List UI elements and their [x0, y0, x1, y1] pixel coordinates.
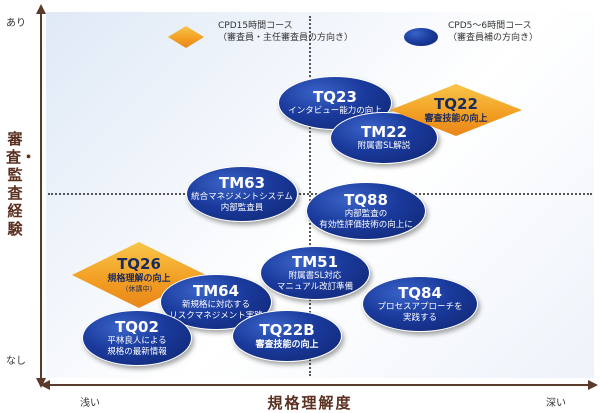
- course-tm51-code: TM51: [291, 252, 339, 271]
- course-tq02[interactable]: TQ02 平林良人による 規格の最新情報: [82, 310, 192, 366]
- y-axis-bottom-label: なし: [6, 356, 26, 367]
- course-tq84-code: TQ84: [398, 283, 442, 302]
- legend-ellipse-line1: CPD5～6時間コース: [448, 21, 532, 31]
- course-tm63[interactable]: TM63 統合マネジメントシステム 内部監査員: [186, 166, 298, 222]
- course-tq02-desc2: 規格の最新情報: [107, 346, 167, 357]
- x-axis-line: [46, 384, 594, 386]
- legend-diamond-line1: CPD15時間コース: [218, 21, 293, 31]
- course-tm63-desc2: 内部監査員: [220, 202, 264, 213]
- course-tq26-note: （休講中）: [121, 285, 157, 293]
- course-tm64-code: TM64: [192, 281, 240, 300]
- course-tq22b-code: TQ22B: [259, 320, 315, 339]
- legend-diamond-icon: [168, 26, 204, 48]
- course-tq22b[interactable]: TQ22B 審査技能の向上: [232, 310, 342, 362]
- course-tq22-code: TQ22: [434, 94, 478, 113]
- course-tq22[interactable]: TQ22 審査技能の向上: [390, 84, 522, 136]
- course-tq88-code: TQ88: [344, 190, 388, 209]
- x-axis-right-label: 深い: [546, 398, 566, 409]
- course-tm22[interactable]: TM22 附属書SL解説: [330, 112, 438, 164]
- x-axis-arrow-right-icon: [588, 380, 598, 390]
- course-tm64-desc1: 新規格に対応する: [181, 299, 250, 310]
- course-tq26-code: TQ26: [117, 255, 161, 273]
- course-tm51-desc1: 附属書SL対応: [288, 270, 342, 281]
- y-axis-line: [40, 10, 42, 382]
- course-tq84-desc1: プロセスアプローチを: [377, 301, 463, 312]
- course-tm51[interactable]: TM51 附属書SL対応 マニュアル改訂準備: [260, 246, 370, 300]
- course-tq88[interactable]: TQ88 内部監査の 有効性評価技術の向上に: [306, 182, 426, 240]
- course-tq84-desc2: 実践する: [402, 312, 437, 323]
- y-axis-title: 審査・監査経験: [6, 130, 37, 238]
- course-tm64-desc2: リスクマネジメント実践: [169, 310, 263, 321]
- course-tq23-code: TQ23: [313, 88, 357, 106]
- legend-ellipse-text: CPD5～6時間コース （審査員補の方向き）: [448, 20, 538, 44]
- course-tm63-code: TM63: [218, 173, 266, 192]
- course-tq88-desc2: 有効性評価技術の向上に: [319, 219, 413, 230]
- course-tm51-desc2: マニュアル改訂準備: [276, 281, 354, 292]
- vertical-divider: [309, 16, 311, 376]
- course-tq84[interactable]: TQ84 プロセスアプローチを 実践する: [362, 276, 478, 332]
- y-axis-top-label: あり: [6, 18, 26, 29]
- course-tq22-text: TQ22 審査技能の向上: [390, 84, 522, 136]
- course-tm22-desc: 附属書SL解説: [357, 141, 411, 151]
- course-tq22b-desc: 審査技能の向上: [255, 339, 319, 350]
- course-tq23-desc: インタビュー能力の向上: [288, 106, 382, 116]
- course-tq26-desc: 規格理解の向上: [107, 274, 171, 284]
- x-axis-arrow-left-icon: [40, 380, 50, 390]
- course-tq22-desc: 審査技能の向上: [424, 113, 488, 124]
- course-tq02-desc1: 平林良人による: [107, 335, 167, 346]
- x-axis-title: 規格理解度: [267, 394, 353, 412]
- course-tq88-desc1: 内部監査の: [344, 208, 388, 219]
- course-tq02-code: TQ02: [115, 317, 159, 336]
- course-tm22-code: TM22: [360, 123, 408, 141]
- legend-diamond-text: CPD15時間コース （審査員・主任審査員の方向き）: [218, 20, 353, 44]
- legend-ellipse-line2: （審査員補の方向き）: [448, 33, 539, 43]
- legend-ellipse-icon: [404, 28, 438, 46]
- course-tm63-desc1: 統合マネジメントシステム: [191, 191, 293, 202]
- y-axis-arrow-up-icon: [36, 4, 46, 14]
- course-tq26-text: TQ26 規格理解の向上 （休講中）: [72, 242, 206, 308]
- x-axis-left-label: 浅い: [80, 398, 100, 409]
- legend-diamond-line2: （審査員・主任審査員の方向き）: [218, 33, 354, 43]
